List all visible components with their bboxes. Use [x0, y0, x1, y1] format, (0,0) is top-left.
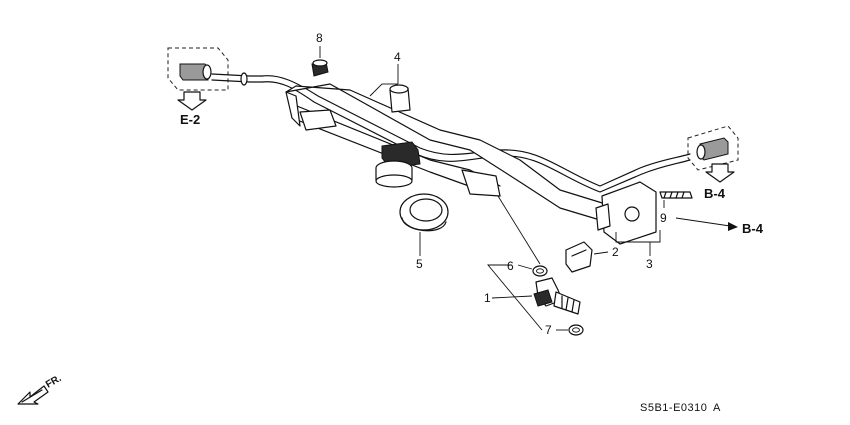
injector-part-1 [533, 277, 581, 315]
callout-1: 1 [484, 291, 491, 305]
callout-2: 2 [612, 245, 619, 259]
b4-arrow-icon [705, 163, 735, 183]
o-ring-part-6 [532, 265, 548, 277]
diagram-revision: A [713, 402, 721, 414]
e2-arrow-icon [177, 91, 207, 111]
callout-6: 6 [507, 259, 514, 273]
callout-7: 7 [545, 323, 552, 337]
callout-8: 8 [316, 31, 323, 45]
callout-4: 4 [394, 50, 401, 64]
clip-part-2 [565, 241, 593, 273]
stud-bolt-part-9 [659, 191, 693, 199]
leader-lines [319, 46, 731, 331]
diagram-code: S5B1-E0310 [640, 402, 707, 414]
front-arrow-icon [17, 385, 49, 405]
b4-reference-box [687, 125, 739, 171]
callout-9: 9 [660, 211, 667, 225]
b4-reference-label-upper: B-4 [704, 186, 726, 201]
b4-right-arrow-icon [728, 222, 738, 231]
callout-5: 5 [416, 257, 423, 271]
b4-reference-label-right: B-4 [742, 221, 764, 236]
fuel-rail [261, 75, 691, 221]
o-ring-part-7 [568, 324, 584, 336]
front-direction-label: FR. [44, 373, 64, 391]
callout-3: 3 [646, 257, 653, 271]
cushion-part-4 [389, 84, 411, 113]
rail-end-bracket [595, 181, 657, 245]
e2-reference-box [167, 47, 229, 91]
seal-ring-part-5 [399, 193, 449, 232]
cap-part-8 [311, 59, 329, 77]
e2-reference-label: E-2 [180, 112, 200, 127]
